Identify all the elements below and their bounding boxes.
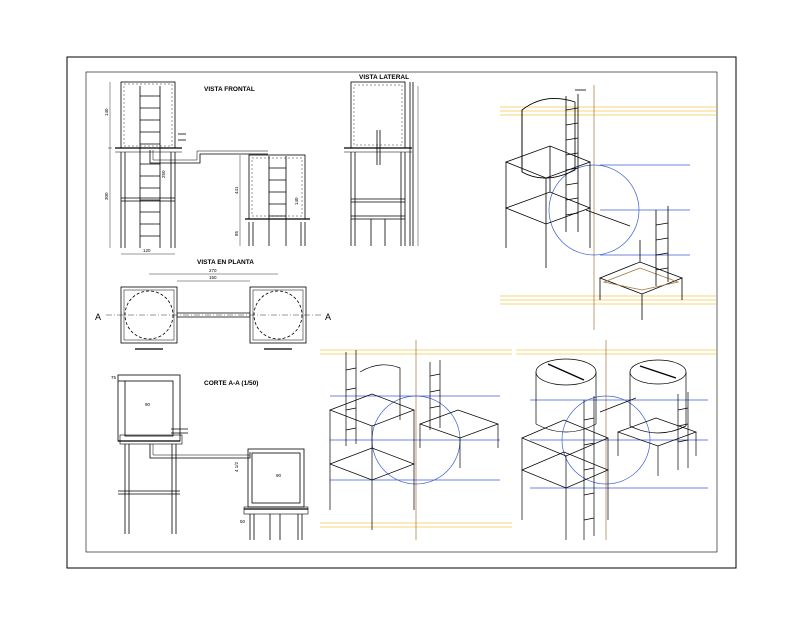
- iso-stand-top-small: [598, 206, 684, 320]
- front-view-title: VISTA FRONTAL: [204, 86, 255, 93]
- section-mark-left: A: [95, 312, 101, 322]
- side-view: [344, 81, 419, 246]
- side-view-title: VISTA LATERAL: [359, 74, 409, 81]
- dim-section-top: 75: [111, 375, 117, 380]
- dim-ladder-rise: 250: [161, 170, 166, 178]
- plan-view: [106, 273, 322, 350]
- iso-stand-top-large: [504, 89, 631, 268]
- iso-view-top: [500, 85, 716, 330]
- dim-section-base: 50: [240, 519, 246, 524]
- inner-frame: [85, 71, 718, 553]
- dim-section-pipe: 4 1/2: [234, 461, 239, 472]
- dim-section-small-tank: 90: [276, 473, 282, 478]
- dim-front-stand-height: 300: [104, 192, 109, 200]
- front-small-stand: [239, 154, 310, 246]
- dim-section-tank: 90: [145, 402, 151, 407]
- front-view: [108, 81, 268, 255]
- dim-front-tank-height: 140: [104, 108, 109, 116]
- plan-view-title: VISTA EN PLANTA: [197, 259, 254, 266]
- dim-small-stand-height: 441: [234, 186, 239, 194]
- dim-small-stand-base: 85: [234, 230, 239, 236]
- iso-view-bottom-left: [320, 340, 512, 540]
- section-view: [117, 374, 309, 540]
- outer-frame: [66, 56, 737, 569]
- dim-plan-total: 270: [209, 268, 217, 273]
- dim-front-stand-width: 120: [143, 248, 151, 253]
- dim-small-ladder: 140: [294, 197, 299, 205]
- iso-view-bottom-right: [516, 340, 716, 540]
- section-mark-right: A: [325, 312, 331, 322]
- dim-plan-between: 150: [209, 275, 217, 280]
- section-title: CORTE A-A (1/50): [204, 380, 258, 387]
